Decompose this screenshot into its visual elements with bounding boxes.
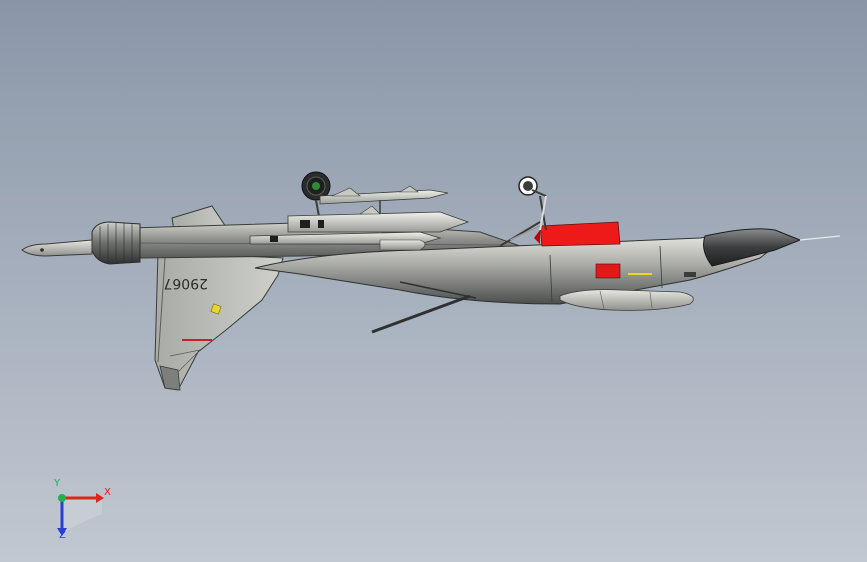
z-axis-label: Z xyxy=(59,530,66,541)
y-axis-label: Y xyxy=(54,478,61,489)
middle-missile xyxy=(287,205,470,233)
tail-number: 29067 xyxy=(163,275,208,291)
ventral-fuel-tank xyxy=(559,289,694,311)
cockpit-block xyxy=(534,221,621,247)
engine-nozzle xyxy=(91,221,141,265)
nose-landing-gear xyxy=(499,176,547,247)
y-axis-dot xyxy=(58,494,66,502)
lower-missile xyxy=(249,231,442,251)
upper-missile xyxy=(319,185,449,214)
refuel-probe xyxy=(371,281,477,334)
triad-axes xyxy=(57,493,104,536)
vertical-tail: 29067 xyxy=(154,251,284,391)
nose-radome xyxy=(703,228,841,267)
main-fuselage xyxy=(254,233,781,305)
x-axis-label: X xyxy=(104,487,111,498)
coordinate-triad: X Y Z xyxy=(40,478,120,548)
tail-cone xyxy=(21,239,93,257)
